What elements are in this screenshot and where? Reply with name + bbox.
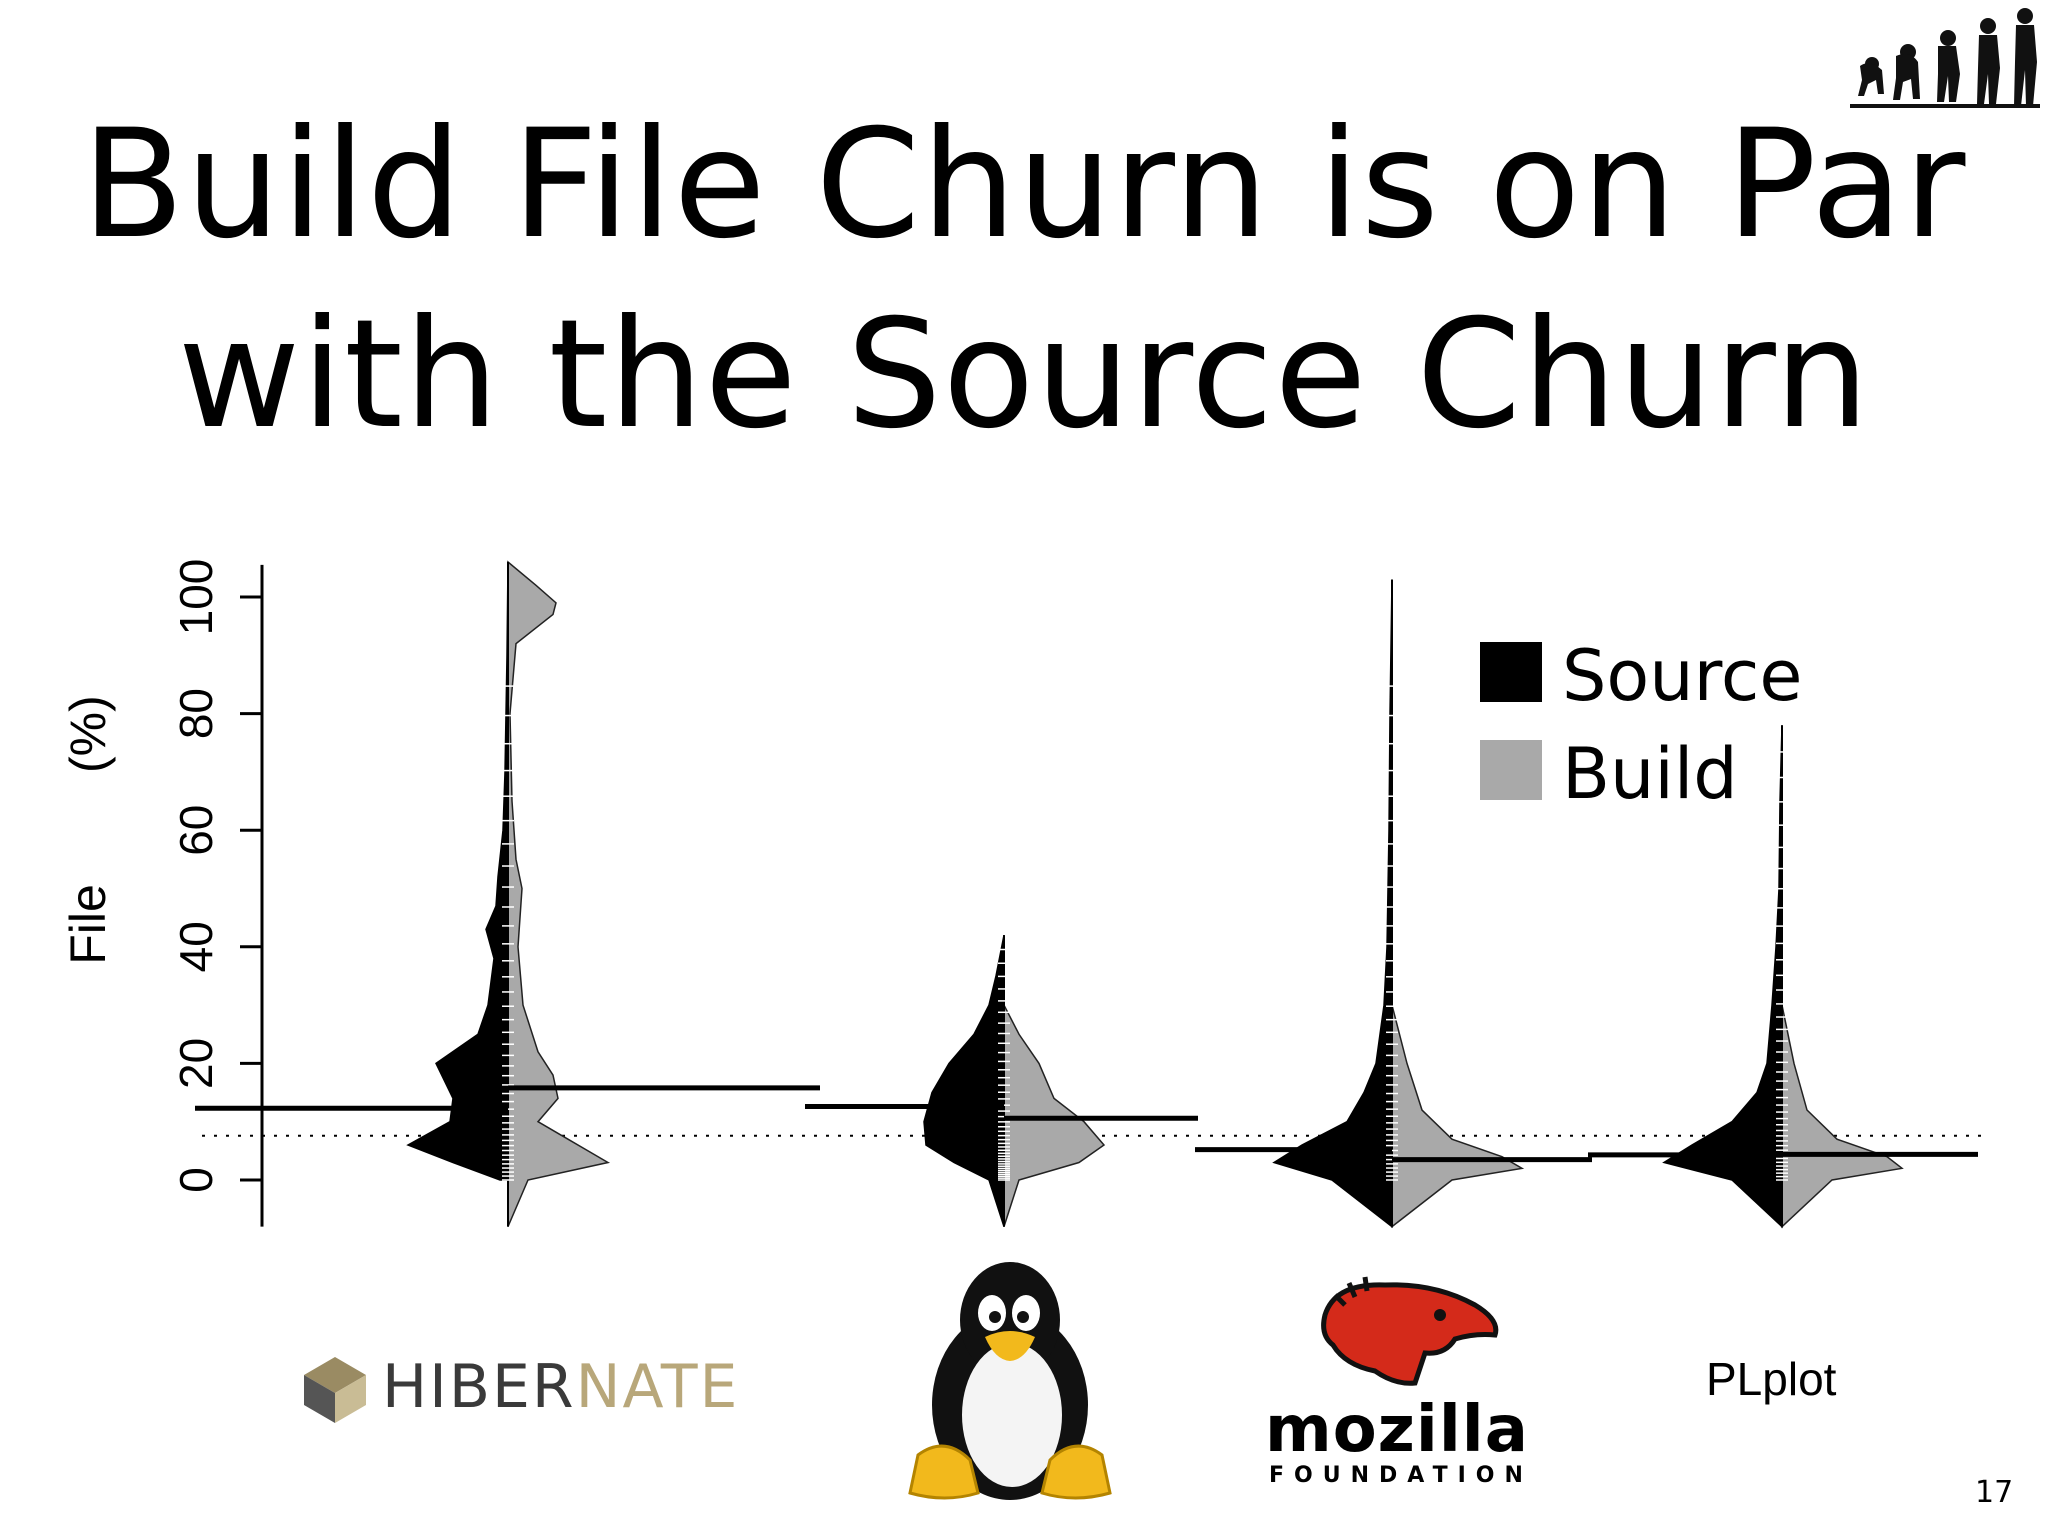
bean-1 <box>195 560 820 1227</box>
legend-build-swatch <box>1480 740 1542 800</box>
hibernate-wordmark-part-2: NATE <box>575 1352 740 1422</box>
y-tick-label: 80 <box>170 688 222 739</box>
bean-source-half <box>406 562 509 1181</box>
legend-build-label: Build <box>1562 733 1738 815</box>
y-axis: 0 20 40 60 80 100 <box>170 559 264 1227</box>
mozilla-dinosaur-icon <box>1321 1276 1499 1386</box>
tux-penguin-icon <box>908 1262 1112 1500</box>
y-tick-label: 40 <box>170 921 222 972</box>
hibernate-wordmark-part-1: HIBER <box>382 1352 576 1422</box>
y-tick-label: 0 <box>170 1167 222 1193</box>
linux-tux-logo <box>900 1255 1120 1505</box>
legend: Source Build <box>1480 635 1802 815</box>
evolution-of-man-icon <box>1850 8 2040 108</box>
y-axis-label: File (%) <box>60 695 116 964</box>
bean-source-half <box>923 934 1005 1227</box>
y-tick-label: 100 <box>170 559 222 636</box>
legend-source-swatch <box>1480 642 1542 702</box>
hibernate-cube-icon <box>304 1357 366 1423</box>
slide-number: 17 <box>1975 1475 2014 1510</box>
slide-title-line-2: with the Source Churn <box>177 288 1871 462</box>
bean-source-half <box>1272 579 1393 1229</box>
bean-3 <box>1195 579 1592 1229</box>
bean-build-half <box>1781 1004 1904 1229</box>
plplot-label: PLplot <box>1706 1353 1837 1405</box>
slide-title-line-1: Build File Churn is on Par <box>81 98 1967 272</box>
mozilla-foundation-wordmark: FOUNDATION <box>1269 1463 1533 1488</box>
bean-2 <box>805 934 1198 1227</box>
y-tick-label: 20 <box>170 1038 222 1089</box>
bean-4 <box>1588 725 1978 1229</box>
bean-build-half <box>1391 1004 1525 1229</box>
bean-source-half <box>1662 725 1783 1229</box>
mozilla-foundation-logo: mozilla FOUNDATION <box>1250 1275 1540 1490</box>
bean-build-half <box>507 560 611 1227</box>
bean-group <box>195 560 1978 1229</box>
hibernate-wordmark: HIBERNATE <box>382 1352 739 1422</box>
hibernate-logo: HIBERNATE <box>300 1350 737 1430</box>
y-tick-label: 60 <box>170 805 222 856</box>
legend-source-label: Source <box>1562 635 1802 717</box>
mozilla-wordmark: mozilla <box>1265 1393 1529 1467</box>
slide-title: Build File Churn is on Par with the Sour… <box>0 90 2048 470</box>
